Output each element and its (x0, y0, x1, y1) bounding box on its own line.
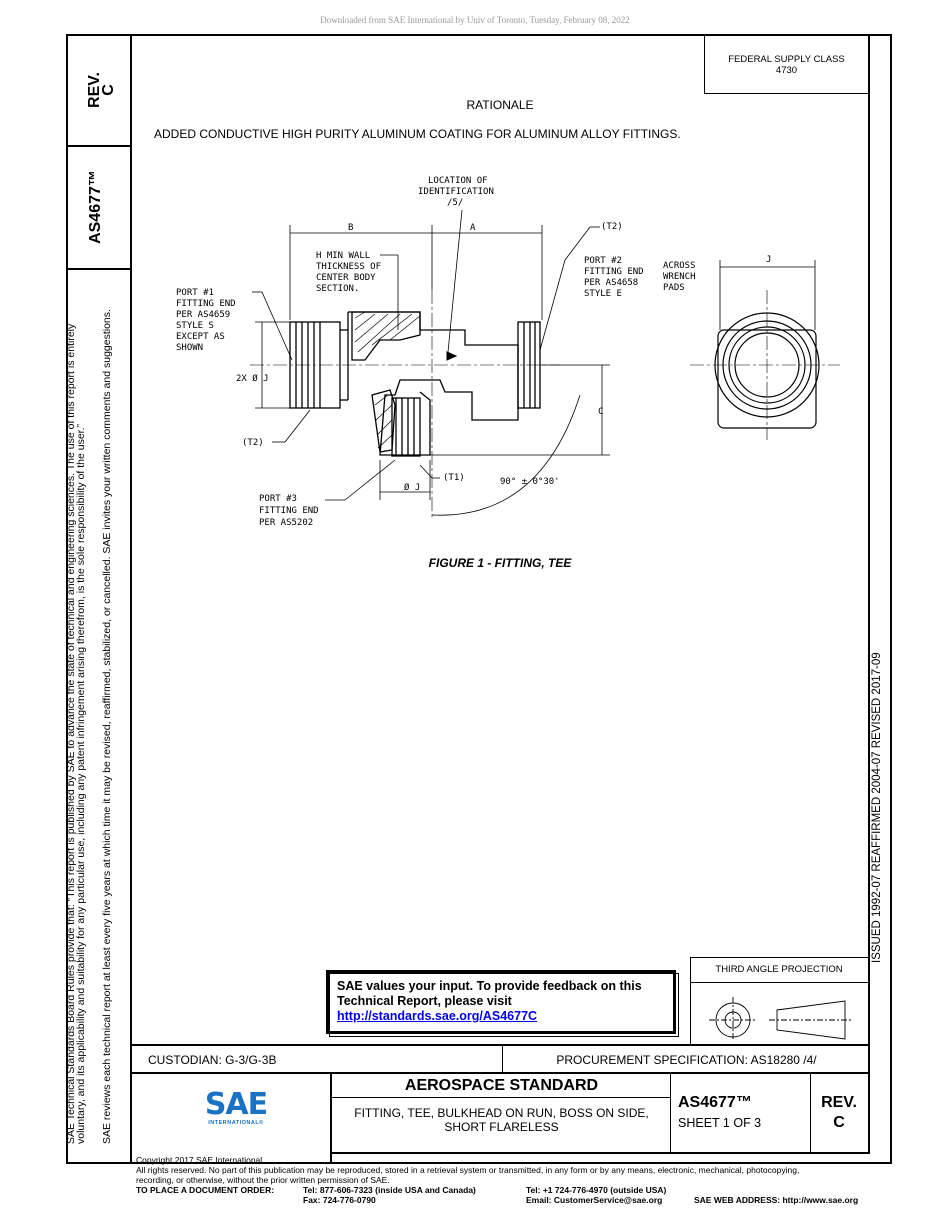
sae-logo-sub: INTERNATIONAL® (208, 1120, 264, 1126)
download-notice: Downloaded from SAE International by Uni… (320, 15, 630, 25)
sidebar-rev-value: C (100, 84, 117, 96)
projection-symbol (709, 997, 853, 1041)
footer-rights-1: All rights reserved. No part of this pub… (136, 1165, 800, 1175)
label-across-3: PADS (663, 283, 685, 293)
label-hwall-3: CENTER BODY (316, 273, 376, 283)
label-port2-1: PORT #2 (584, 256, 622, 266)
label-2x-j: 2X Ø J (236, 373, 269, 384)
feedback-box: SAE values your input. To provide feedba… (326, 970, 676, 1034)
label-dim-c: C (598, 407, 603, 417)
document-title: FITTING, TEE, BULKHEAD ON RUN, BOSS ON S… (333, 1106, 670, 1134)
label-hwall-4: SECTION. (316, 284, 359, 294)
label-t1: (T1) (443, 473, 465, 483)
titleblock-doc-number: AS4677™ (678, 1094, 752, 1111)
fitting-tee-drawing: LOCATION OF IDENTIFICATION /5/ B A (T2) … (176, 176, 840, 528)
titleblock-top (130, 1044, 870, 1046)
label-t2-left: (T2) (242, 438, 264, 448)
sidebar-rule-1 (66, 145, 132, 147)
footer-fax: Fax: 724-776-0790 (303, 1195, 376, 1205)
label-t2-top: (T2) (601, 222, 623, 232)
document-frame (66, 34, 892, 1164)
titleblock-subrule (332, 1097, 670, 1098)
projection-rule (690, 982, 868, 983)
footer-tel-usa: Tel: 877-606-7323 (inside USA and Canada… (303, 1185, 476, 1195)
rules-note-line2: voluntary, and its applicability and sui… (75, 423, 87, 1144)
label-angle: 90° ± 0°30' (500, 477, 560, 487)
titleblock-divider-4 (810, 1072, 811, 1152)
footer-web: SAE WEB ADDRESS: http://www.sae.org (694, 1195, 859, 1205)
titleblock-rev: REV. C (810, 1093, 868, 1133)
titleblock-right (868, 1044, 870, 1154)
footer-order-label: TO PLACE A DOCUMENT ORDER: (136, 1185, 275, 1195)
feedback-line1: SAE values your input. To provide feedba… (337, 979, 642, 993)
projection-title: THIRD ANGLE PROJECTION (715, 964, 843, 975)
feedback-box-shadow (329, 973, 679, 1037)
label-port3-2: FITTING END (259, 506, 319, 516)
footer-email: Email: CustomerService@sae.org (526, 1195, 663, 1205)
titleblock-bottom (332, 1152, 870, 1154)
label-port3-3: PER AS5202 (259, 518, 313, 528)
label-port1-3: PER AS4659 (176, 310, 230, 320)
label-location: LOCATION OF (428, 176, 488, 186)
federal-supply-box: FEDERAL SUPPLY CLASS 4730 (704, 34, 868, 94)
sidebar-rule-2 (66, 268, 132, 270)
figure-caption: FIGURE 1 - FITTING, TEE (428, 556, 572, 570)
label-dim-j: J (766, 255, 771, 265)
document-title-line2: SHORT FLARELESS (444, 1120, 559, 1134)
titleblock-rule (130, 1072, 870, 1074)
label-port1-2: FITTING END (176, 299, 236, 309)
footer-order-row: TO PLACE A DOCUMENT ORDER: Tel: 877-606-… (136, 1185, 896, 1205)
footer-tel-outside: Tel: +1 724-776-4970 (outside USA) (526, 1185, 667, 1195)
projection-box (690, 957, 868, 1045)
sae-logo-text: SAE (204, 1087, 268, 1122)
label-identification: IDENTIFICATION (418, 187, 494, 197)
federal-supply-label: FEDERAL SUPPLY CLASS (728, 54, 845, 65)
titleblock-rev-label: REV. (821, 1094, 857, 1111)
label-phi-j: Ø J (404, 482, 420, 493)
label-note5: /5/ (447, 198, 463, 208)
sheet-number: SHEET 1 OF 3 (678, 1116, 762, 1130)
custodian: CUSTODIAN: G-3/G-3B (148, 1053, 277, 1067)
label-port2-2: FITTING END (584, 267, 644, 277)
issue-dates: ISSUED 1992-07 REAFFIRMED 2004-07 REVISE… (871, 652, 883, 963)
federal-supply-value: 4730 (775, 65, 798, 76)
label-hwall-1: H MIN WALL (316, 251, 370, 261)
titleblock-divider-3 (670, 1072, 671, 1152)
right-strip-divider (868, 34, 870, 1044)
procurement-spec: PROCUREMENT SPECIFICATION: AS18280 /4/ (556, 1053, 817, 1067)
standard-type: AEROSPACE STANDARD (404, 1077, 599, 1094)
label-hwall-2: THICKNESS OF (316, 262, 381, 272)
label-port1-1: PORT #1 (176, 288, 214, 298)
titleblock-divider-1 (502, 1044, 503, 1072)
label-dim-a: A (470, 223, 476, 233)
label-dim-b: B (348, 223, 353, 233)
footer: Copyright 2017 SAE International All rig… (136, 1155, 896, 1205)
document-title-line1: FITTING, TEE, BULKHEAD ON RUN, BOSS ON S… (354, 1106, 649, 1120)
label-port2-4: STYLE E (584, 289, 622, 299)
rationale-text: ADDED CONDUCTIVE HIGH PURITY ALUMINUM CO… (154, 127, 681, 141)
titleblock-divider-2 (330, 1072, 332, 1164)
sidebar-divider (130, 34, 132, 1164)
titleblock-rev-value: C (833, 1114, 845, 1131)
label-across-2: WRENCH (663, 272, 696, 282)
footer-copyright: Copyright 2017 SAE International (136, 1155, 263, 1165)
review-note: SAE reviews each technical report at lea… (101, 309, 113, 1144)
label-port2-3: PER AS4658 (584, 278, 638, 288)
sae-logo: SAE INTERNATIONAL® (200, 1087, 272, 1127)
footer-rights-2: recording, or otherwise, without the pri… (136, 1175, 390, 1185)
rationale-heading: RATIONALE (466, 98, 534, 112)
sidebar-doc-number: AS4677™ (87, 170, 104, 244)
label-port3-1: PORT #3 (259, 494, 297, 504)
feedback-link[interactable]: http://standards.sae.org/AS4677C (337, 1009, 538, 1023)
label-port1-6: SHOWN (176, 343, 203, 353)
label-across-1: ACROSS (663, 261, 696, 271)
feedback-line2: Technical Report, please visit (337, 994, 512, 1008)
label-port1-5: EXCEPT AS (176, 332, 225, 342)
label-port1-4: STYLE S (176, 321, 214, 331)
